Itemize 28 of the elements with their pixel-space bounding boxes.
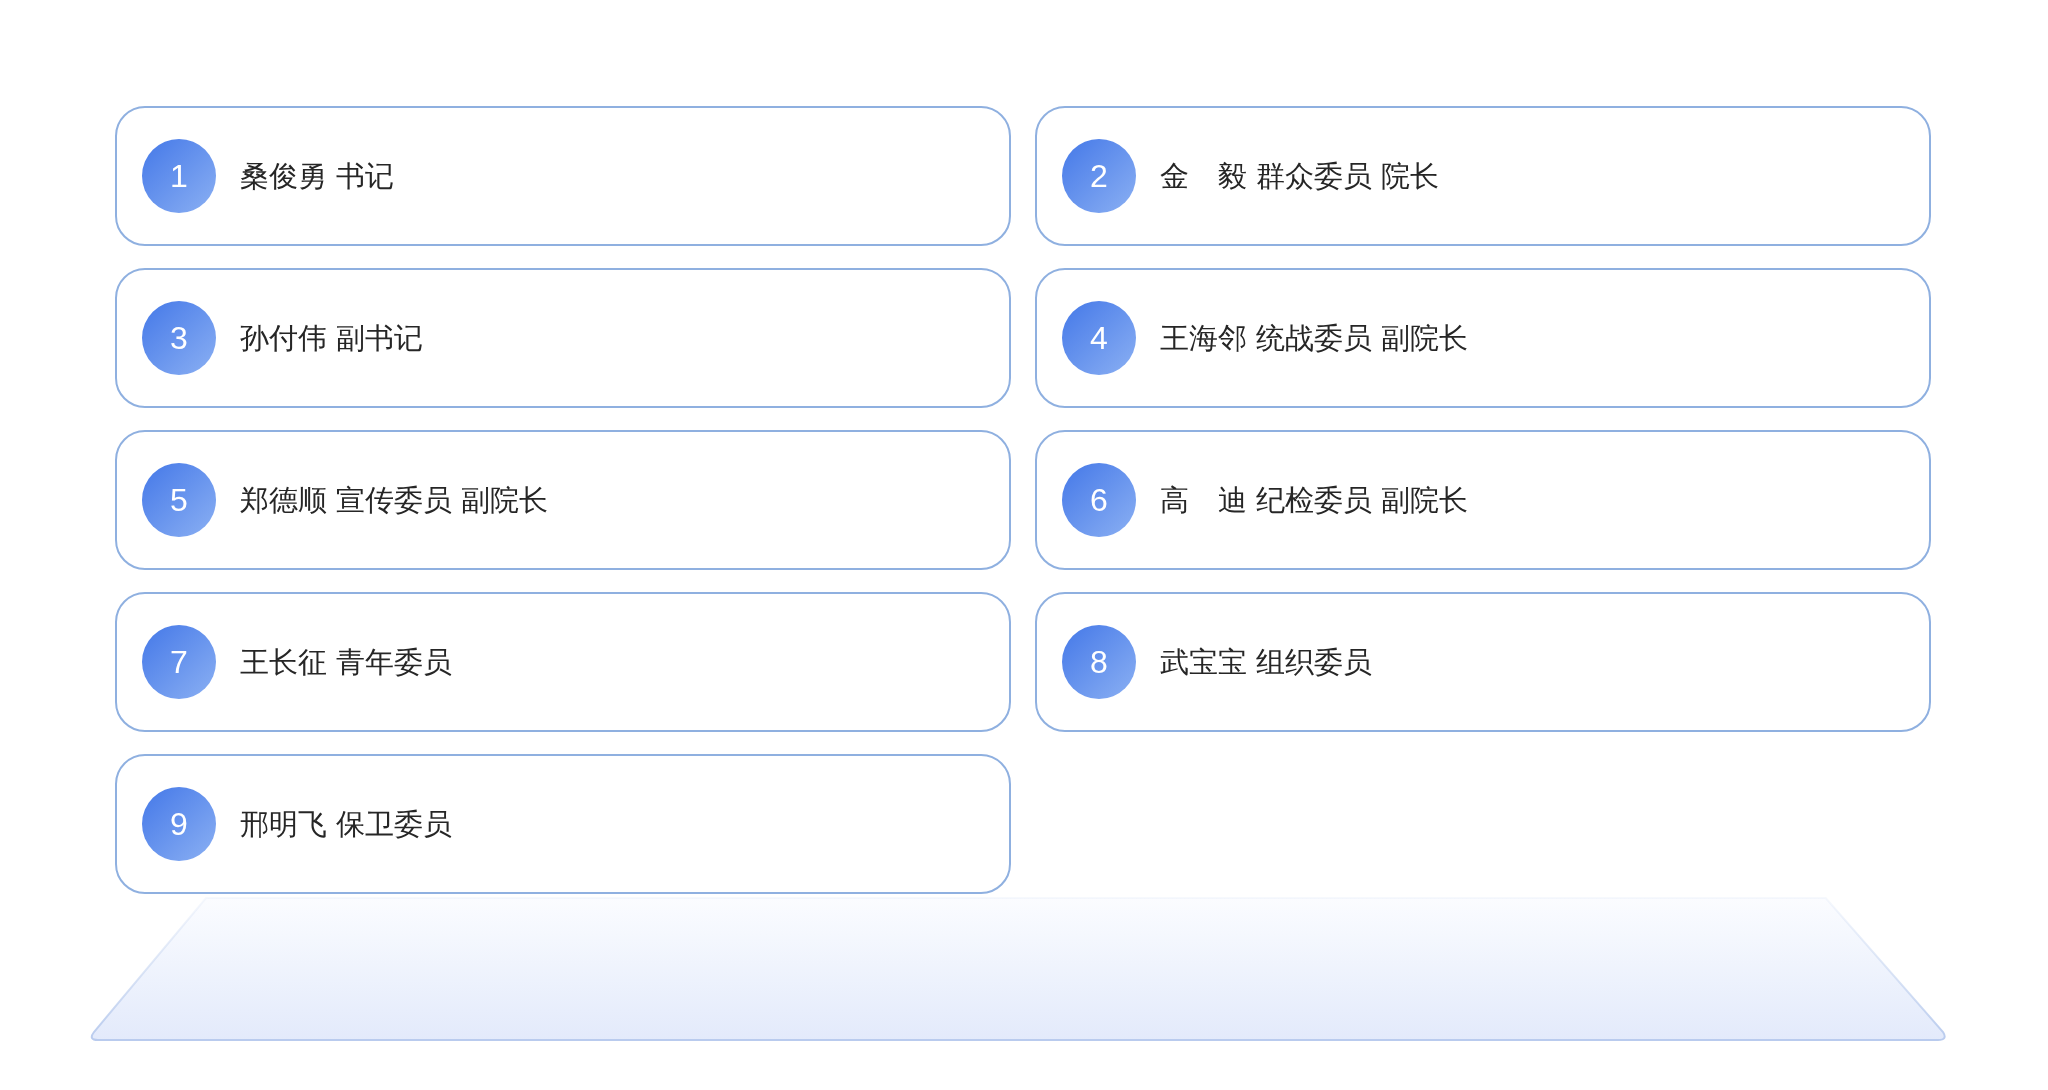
number-circle: 7 <box>142 625 216 699</box>
member-name-text: 邢明飞 保卫委员 <box>240 806 453 842</box>
member-card <box>1035 106 1931 246</box>
platform-base <box>90 897 1946 1041</box>
member-card <box>1035 592 1931 732</box>
number-circle: 8 <box>1062 625 1136 699</box>
member-name-text: 郑德顺 宣传委员 副院长 <box>240 482 549 518</box>
member-card <box>115 592 1011 732</box>
member-card <box>1035 430 1931 570</box>
number-circle: 4 <box>1062 301 1136 375</box>
member-card <box>115 430 1011 570</box>
number-circle: 9 <box>142 787 216 861</box>
member-name-text: 王海邻 统战委员 副院长 <box>1160 320 1469 356</box>
member-card <box>1035 268 1931 408</box>
member-card <box>115 268 1011 408</box>
member-name-text: 金 毅 群众委员 院长 <box>1160 158 1440 194</box>
number-circle: 1 <box>142 139 216 213</box>
member-name-text: 孙付伟 副书记 <box>240 320 424 356</box>
number-circle: 3 <box>142 301 216 375</box>
member-card <box>115 106 1011 246</box>
number-circle: 5 <box>142 463 216 537</box>
member-card <box>115 754 1011 894</box>
number-circle: 6 <box>1062 463 1136 537</box>
member-name-text: 王长征 青年委员 <box>240 644 453 680</box>
member-name-text: 桑俊勇 书记 <box>240 158 395 194</box>
member-name-text: 高 迪 纪检委员 副院长 <box>1160 482 1469 518</box>
number-circle: 2 <box>1062 139 1136 213</box>
member-name-text: 武宝宝 组织委员 <box>1160 644 1373 680</box>
